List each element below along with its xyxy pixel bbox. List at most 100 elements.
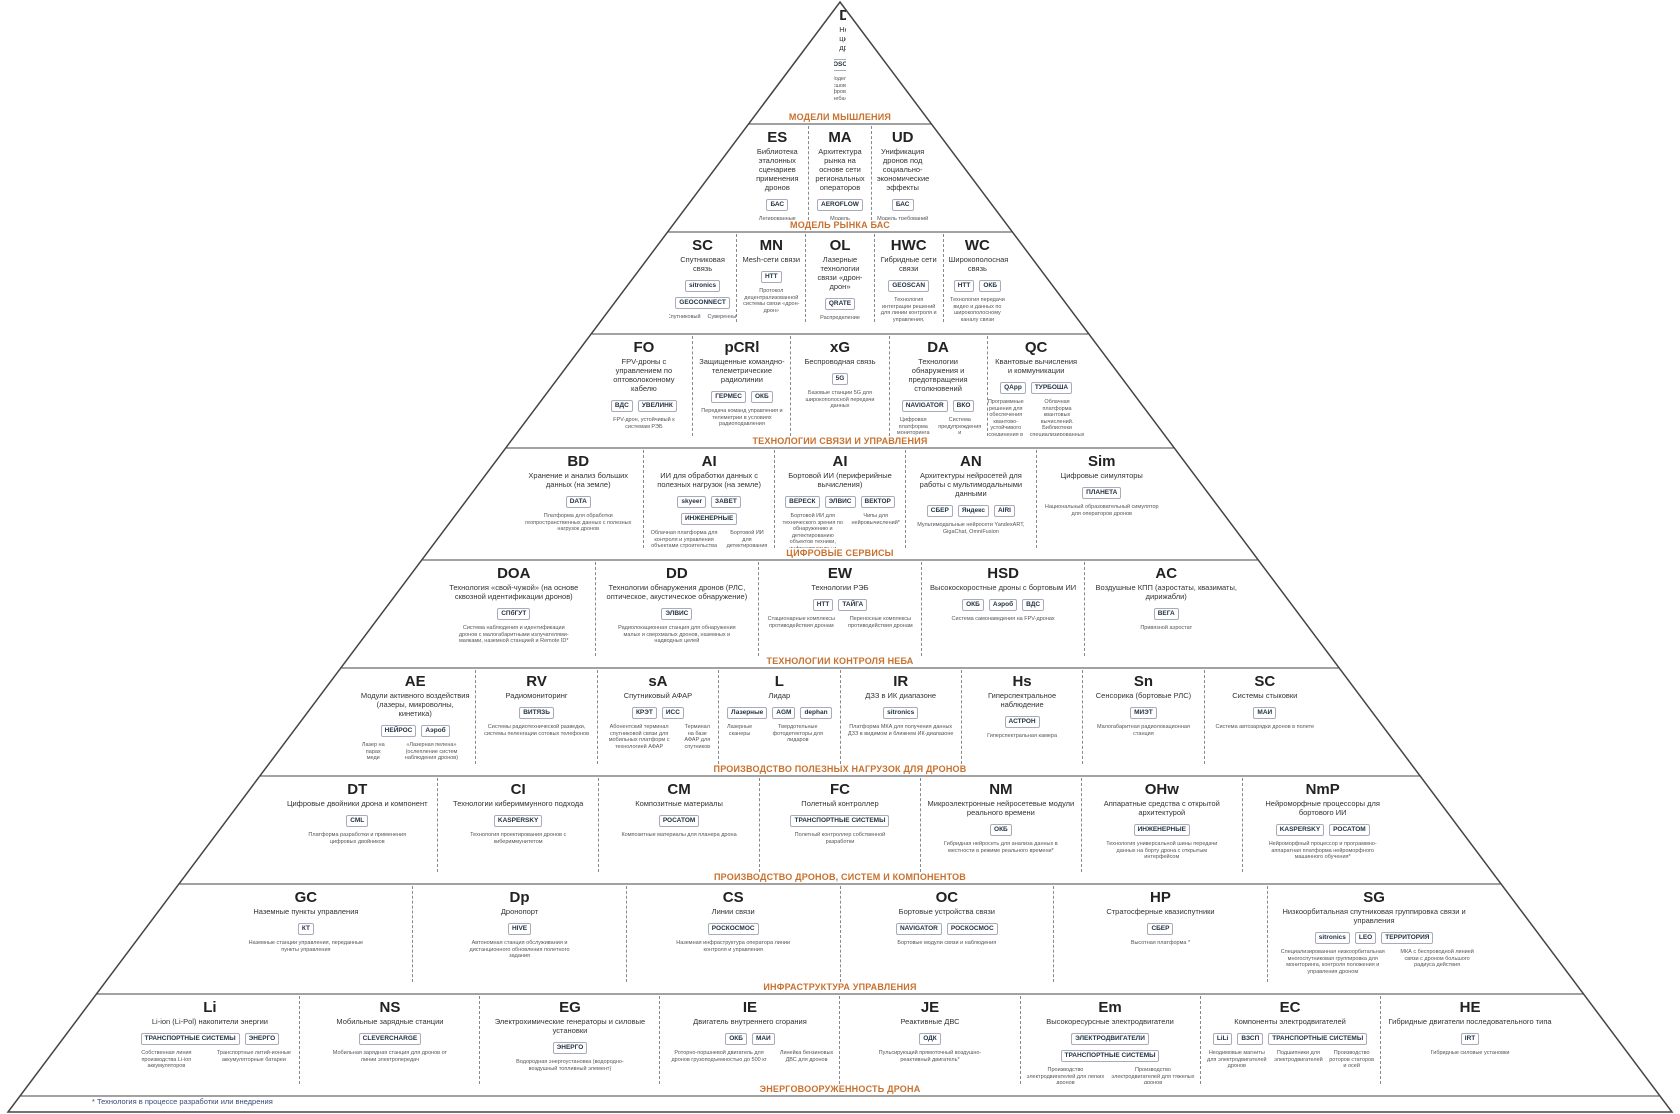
tech-description: Гибридные двигатели последовательного ти…: [1388, 1017, 1552, 1026]
company-logo: ВКО: [952, 400, 975, 412]
tech-code: IE: [742, 999, 758, 1016]
company-logo: ВИТЯЗЬ: [519, 707, 554, 719]
note-row: Специализированная низкоорбитальная мног…: [1273, 949, 1476, 975]
logo-row: GEOSCAN: [834, 59, 846, 71]
tech-description: Цифровые симуляторы: [1060, 471, 1143, 480]
tech-code: EC: [1279, 999, 1301, 1016]
note-row: Неодимовые магниты для электродвигателей…: [1206, 1050, 1375, 1070]
note-row: Водородная энергоустановка (водородно-во…: [485, 1059, 654, 1072]
tech-description: FPV-дроны с управлением по оптоволоконно…: [613, 357, 675, 393]
tech-code: IR: [893, 673, 909, 690]
company-logo: GEOSCAN: [834, 59, 846, 71]
note-row: Пульсирующий прямоточный воздушно-реакти…: [845, 1050, 1014, 1063]
company-logo: ПЛАНЕТА: [1082, 487, 1122, 499]
solution-note: Специализированная низкоорбитальная мног…: [1280, 949, 1385, 975]
company-logo: GEOSCAN: [888, 280, 930, 292]
tech-description: Микроэлектронные нейросетевые модули реа…: [927, 799, 1075, 817]
solution-note: Чипы для нейровычислений*: [851, 513, 900, 526]
tech-description: Гиперспектральное наблюдение: [987, 691, 1057, 709]
solution-note: Роторно-поршневой двигатель для дронов г…: [671, 1050, 767, 1063]
logo-row: РОСАТОМ: [604, 815, 754, 827]
tech-description: Системы стыковки: [1232, 691, 1298, 700]
tech-code: L: [774, 673, 784, 690]
tech-code: OC: [935, 889, 959, 906]
tech-description: Бортовой ИИ (периферийные вычисления): [788, 471, 892, 489]
note-row: Привязной аэростат: [1090, 625, 1242, 632]
tech-description: Унификация дронов под социально-экономич…: [876, 147, 930, 192]
note-row: Гибридные силовые установки: [1386, 1050, 1555, 1057]
company-logo: УВЕЛИНК: [637, 400, 677, 412]
tier-label: МОДЕЛИ МЫШЛЕНИЯ: [788, 112, 892, 122]
tech-code: sA: [648, 673, 668, 690]
solution-note: Передача команд управления и телеметрии …: [701, 408, 783, 427]
logo-row: CML: [282, 815, 432, 827]
company-logo: LEO: [1354, 932, 1377, 944]
solution-note: МКА с беспроводной линией связи с дроном…: [1400, 949, 1474, 968]
tech-description: Линии связи: [711, 907, 755, 916]
tech-description: Технологии обнаружения и предотвращения …: [908, 357, 968, 393]
note-row: Платформа МКА для получения данных ДЗЗ в…: [846, 724, 956, 737]
tech-description: Нейроморфные процессоры для бортового ИИ: [1265, 799, 1380, 817]
solution-note: Программные решения для обеспечения кван…: [987, 399, 1024, 436]
solution-note: Малогабаритная радиолокационная станция: [1096, 724, 1190, 737]
company-logo: ЭНЕРГО: [244, 1033, 280, 1045]
company-logo: НТТ: [812, 599, 834, 611]
company-logo: ВДС: [610, 400, 633, 412]
tech-code: MN: [759, 237, 783, 254]
tech-description: Модули активного воздействия (лазеры, ми…: [360, 691, 470, 718]
tech-code: AI: [701, 453, 717, 470]
company-logo: LiLi: [1212, 1033, 1233, 1045]
tech-code: Sn: [1133, 673, 1154, 690]
company-logo: CLEVERCHARGE: [358, 1033, 422, 1045]
solution-note: Распределение квантовых криптографически…: [820, 315, 860, 322]
solution-note: Спутниковый мониторинг перемещения дроно…: [668, 314, 701, 322]
tech-code: EG: [559, 999, 581, 1016]
solution-note: Облачная платформа для контроля и управл…: [650, 530, 718, 548]
logo-row: ВИТЯЗЬ: [481, 707, 591, 719]
company-logo: СПбГУТ: [497, 608, 531, 620]
tech-code: NM: [989, 781, 1013, 798]
tech-code: CI: [510, 781, 526, 798]
note-row: Облачная платформа для контроля и управл…: [649, 530, 769, 548]
solution-note: Платформа для обработки геопространствен…: [525, 513, 632, 532]
logo-row: ЭЛВИС: [601, 608, 753, 620]
company-logo: НТТ: [953, 280, 975, 292]
company-logo: dephan: [800, 707, 832, 719]
solution-note: Неодимовые магниты для электродвигателей…: [1207, 1050, 1267, 1069]
logo-row: МИЭТ: [1088, 707, 1198, 719]
solution-note: Лазер на парах меди: [361, 742, 385, 761]
tech-description: Аппаратные средства с открытой архитекту…: [1103, 799, 1220, 817]
tech-description: Бортовые устройства связи: [898, 907, 995, 916]
solution-note: Производство электродвигателей для легки…: [1026, 1067, 1105, 1084]
company-logo: РОСАТОМ: [658, 815, 700, 827]
company-logo: ВЗСП: [1237, 1033, 1264, 1045]
company-logo: ОКБ: [962, 599, 984, 611]
company-logo: ОКБ: [990, 824, 1012, 836]
solution-note: Наземные станции управления, переданные …: [248, 940, 364, 953]
tech-code: UD: [891, 129, 914, 146]
logo-row: AEROFLOW: [814, 199, 866, 211]
note-row: Мобильная зарядная станция для дронов от…: [305, 1050, 474, 1063]
company-logo: ОКБ: [750, 391, 773, 403]
logo-row: ОКБ: [926, 824, 1076, 836]
tech-description: Высокоскоростные дроны с бортовым ИИ: [930, 583, 1077, 592]
